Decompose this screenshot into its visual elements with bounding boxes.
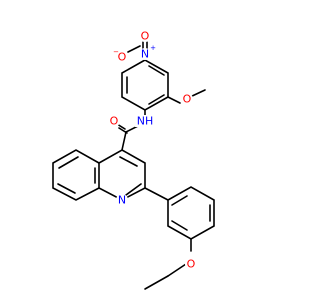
carbonyl-o-atom: O (108, 115, 120, 128)
bond (57, 183, 76, 194)
atom-label: O (110, 115, 119, 128)
methoxy-o-atom: O (181, 93, 193, 106)
bond (125, 183, 142, 196)
bond (58, 156, 79, 169)
atom-label: N (141, 48, 149, 61)
bond (144, 187, 169, 201)
charge-label: − (113, 48, 119, 56)
amide-nh-atom: NH (135, 115, 155, 128)
ethoxy-o-atom: O (185, 258, 197, 271)
nitro-o-top-atom: O (139, 30, 151, 43)
bond (119, 156, 138, 167)
atom-label: NH (137, 115, 154, 128)
nitro-o-left-atom: O − (113, 48, 128, 64)
bond (127, 45, 141, 53)
quinoline-n-atom: N (116, 194, 128, 207)
bonds (52, 41, 215, 290)
bond (167, 96, 181, 104)
chemical-structure-diagram: O N + O − O O NH N O (52, 30, 215, 290)
bond (52, 149, 100, 201)
charge-label: + (150, 44, 156, 52)
atom-label: O (141, 30, 150, 43)
bond (121, 59, 169, 111)
atom-label: O (183, 93, 192, 106)
atom-labels: O N + O − O O NH N O (108, 30, 197, 271)
atom-label: O (118, 51, 127, 64)
bond (167, 263, 187, 277)
bond (171, 220, 188, 231)
bond (144, 275, 169, 290)
bond (148, 94, 165, 105)
bond (171, 195, 188, 206)
atom-label: N (118, 194, 126, 207)
bond (189, 89, 206, 98)
bond (148, 65, 165, 76)
nitro-n-atom: N + (139, 44, 156, 61)
bond (167, 186, 215, 240)
atom-label: O (187, 258, 196, 271)
bond (121, 131, 127, 151)
